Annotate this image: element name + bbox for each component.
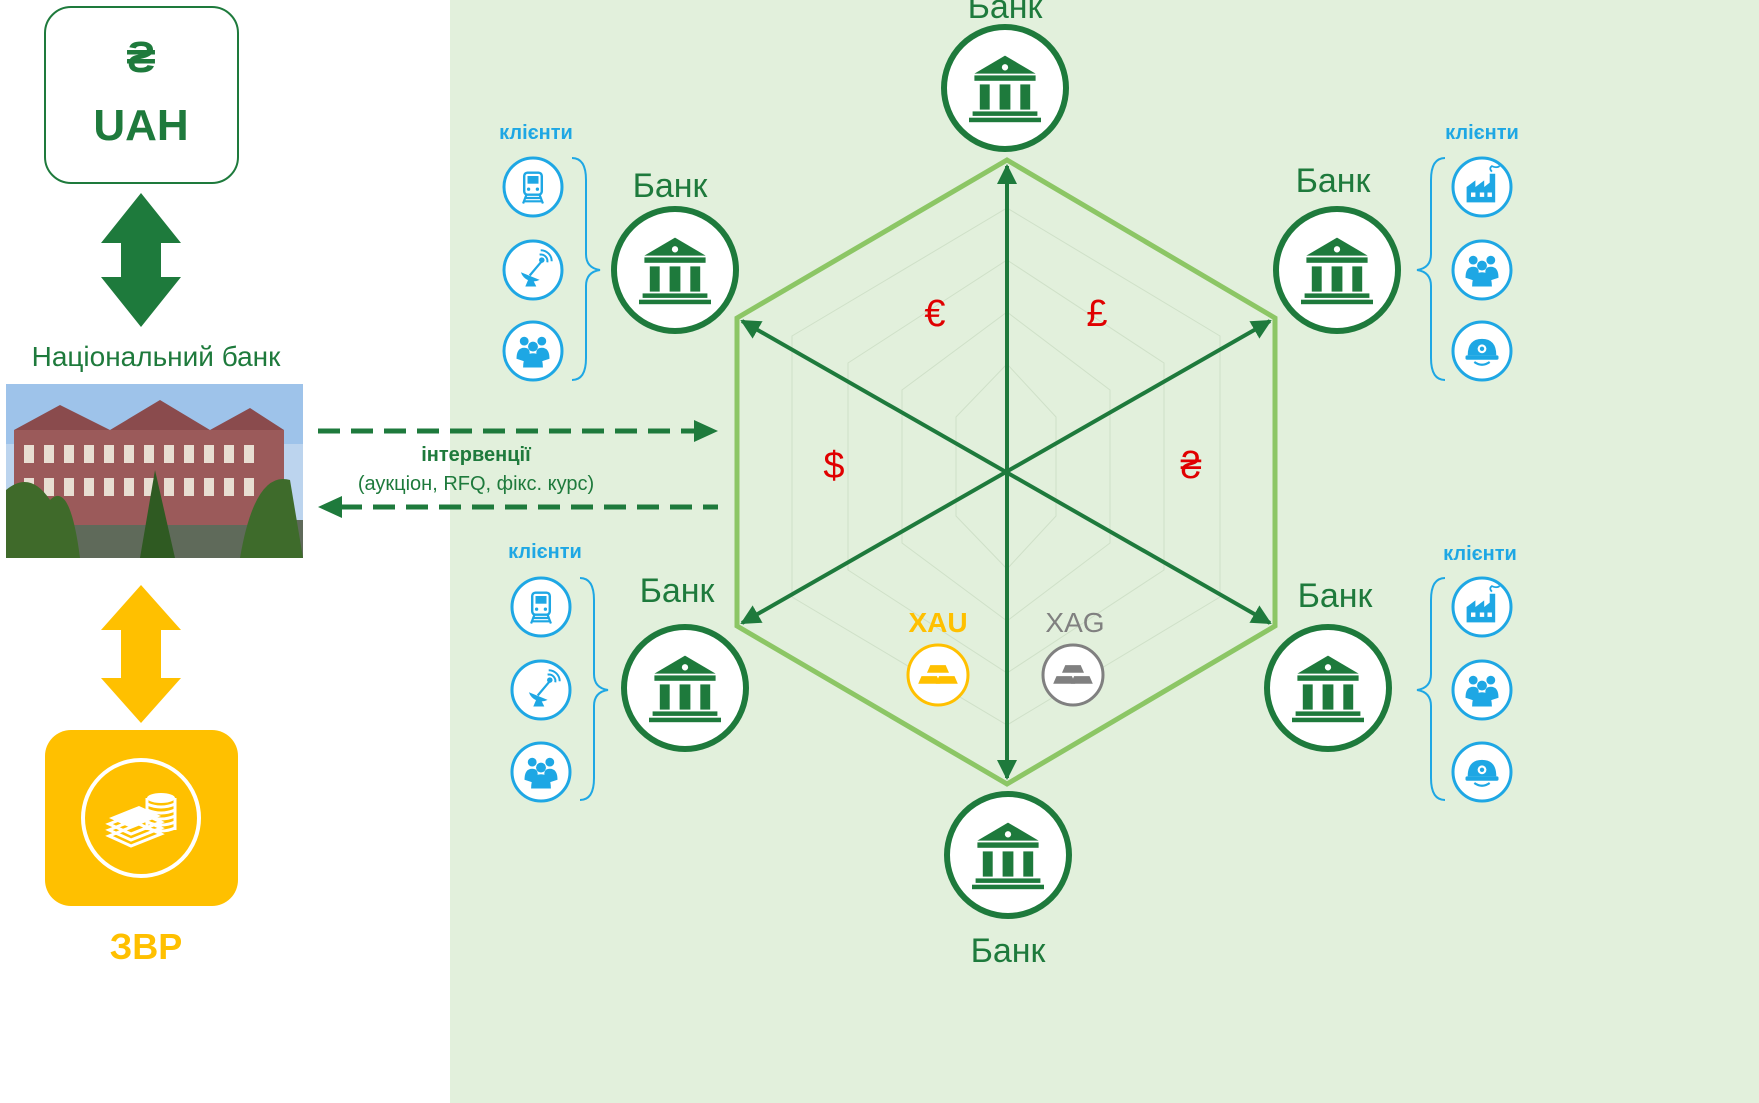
bank-label-lower-right: Банк [1298, 577, 1374, 615]
bank-lower-right: Банк [1264, 577, 1392, 752]
bank-label-upper-right: Банк [1296, 162, 1372, 200]
market-arrows [740, 164, 1272, 780]
hryvnia-symbol: ₴ [126, 33, 155, 82]
bank-bottom: Банк [944, 791, 1072, 970]
clients-lower-left: клієнти [508, 541, 609, 803]
uah-label: UAH [93, 101, 188, 150]
euro-symbol: € [924, 293, 945, 335]
bank-label-top: Банк [968, 0, 1044, 26]
bank-label-upper-left: Банк [633, 167, 709, 205]
clients-label: клієнти [1445, 122, 1519, 144]
clients-upper-left: клієнти [499, 122, 601, 382]
pound-symbol: £ [1086, 293, 1107, 335]
bank-upper-left: Банк [611, 167, 739, 334]
bank-upper-right: Банк [1273, 162, 1401, 334]
clients-lower-right: клієнти [1416, 543, 1517, 803]
clients-label: клієнти [499, 122, 573, 144]
reserves-box [45, 730, 238, 906]
clients-bracket [579, 577, 609, 801]
national-bank-label: Національний банк [32, 341, 282, 372]
bank-top: Банк [941, 0, 1069, 152]
gold-bars-icon [906, 643, 970, 707]
reserves-label: ЗВР [110, 926, 183, 967]
interventions-subtitle: (аукціон, RFQ, фікс. курс) [358, 473, 594, 495]
market-hexagon [734, 157, 1278, 787]
bank-lower-left: Банк [621, 572, 749, 752]
clients-bracket [1416, 157, 1446, 381]
hryvnia-currency-symbol: ₴ [1180, 445, 1201, 487]
interventions-title: інтервенції [421, 444, 531, 466]
clients-label: клієнти [508, 541, 582, 563]
dollar-symbol: $ [823, 445, 844, 487]
nbu-reserves-double-arrow [101, 585, 181, 723]
uah-box: ₴ UAH [44, 6, 239, 184]
bank-label-bottom: Банк [971, 932, 1047, 970]
silver-bars-icon [1041, 643, 1105, 707]
interventions-arrows [318, 420, 718, 518]
bank-label-lower-left: Банк [640, 572, 716, 610]
gold-label: XAU [908, 607, 967, 638]
clients-bracket [571, 157, 601, 381]
clients-bracket [1416, 577, 1446, 801]
clients-label: клієнти [1443, 543, 1517, 565]
clients-upper-right: клієнти [1416, 122, 1519, 382]
national-bank-building-image [6, 384, 303, 558]
uah-nbu-double-arrow [101, 193, 181, 327]
silver-label: XAG [1045, 607, 1104, 638]
interbank-market-panel [450, 0, 1759, 1103]
